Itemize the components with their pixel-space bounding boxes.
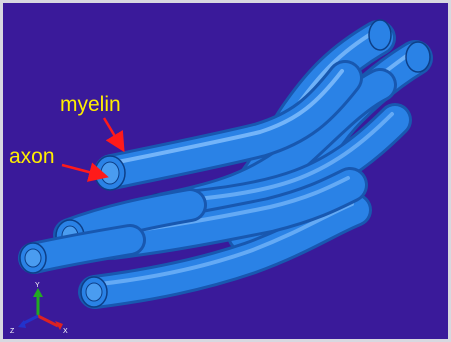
y-axis-label: Y	[35, 282, 40, 289]
x-axis-label: X	[63, 328, 68, 335]
axon-label: axon	[9, 146, 55, 167]
axon-core	[101, 162, 119, 184]
myelin-label: myelin	[60, 94, 121, 115]
z-axis-label: Z	[10, 328, 15, 335]
